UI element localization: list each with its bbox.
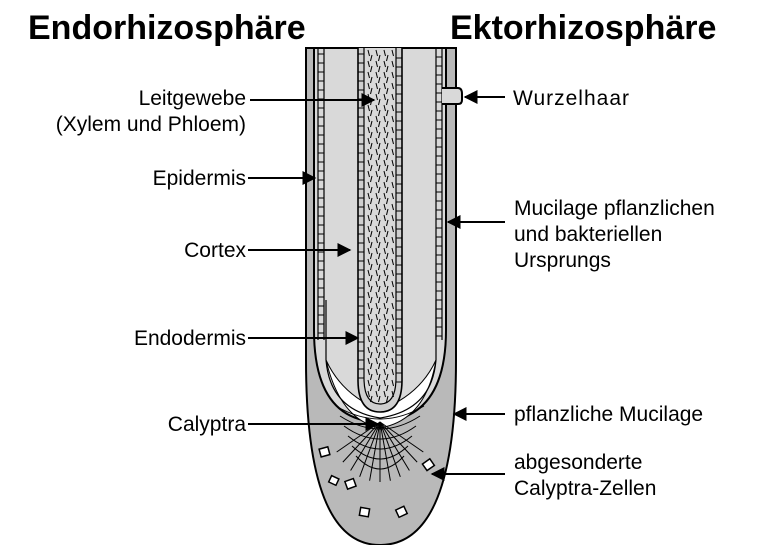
label-abgesonderte-line2: Calyptra-Zellen bbox=[514, 476, 656, 502]
label-leitgewebe: Leitgewebe (Xylem und Phloem) bbox=[0, 86, 246, 138]
label-calyptra: Calyptra bbox=[40, 412, 246, 438]
label-wurzelhaar: Wurzelhaar bbox=[513, 86, 630, 112]
label-abgesonderte-line1: abgesonderte bbox=[514, 450, 656, 476]
root-hair bbox=[442, 88, 462, 104]
label-cortex: Cortex bbox=[40, 238, 246, 264]
label-leitgewebe-line2: (Xylem und Phloem) bbox=[0, 112, 246, 138]
label-mucilage-line2: und bakteriellen bbox=[514, 222, 715, 248]
label-mucilage: Mucilage pflanzlichen und bakteriellen U… bbox=[514, 196, 715, 274]
label-pflanzliche-mucilage: pflanzliche Mucilage bbox=[514, 402, 703, 428]
label-abgesonderte-calyptra: abgesonderte Calyptra-Zellen bbox=[514, 450, 656, 502]
label-mucilage-line3: Ursprungs bbox=[514, 248, 715, 274]
label-epidermis: Epidermis bbox=[40, 166, 246, 192]
label-leitgewebe-line1: Leitgewebe bbox=[0, 86, 246, 112]
label-mucilage-line1: Mucilage pflanzlichen bbox=[514, 196, 715, 222]
label-endodermis: Endodermis bbox=[40, 326, 246, 352]
